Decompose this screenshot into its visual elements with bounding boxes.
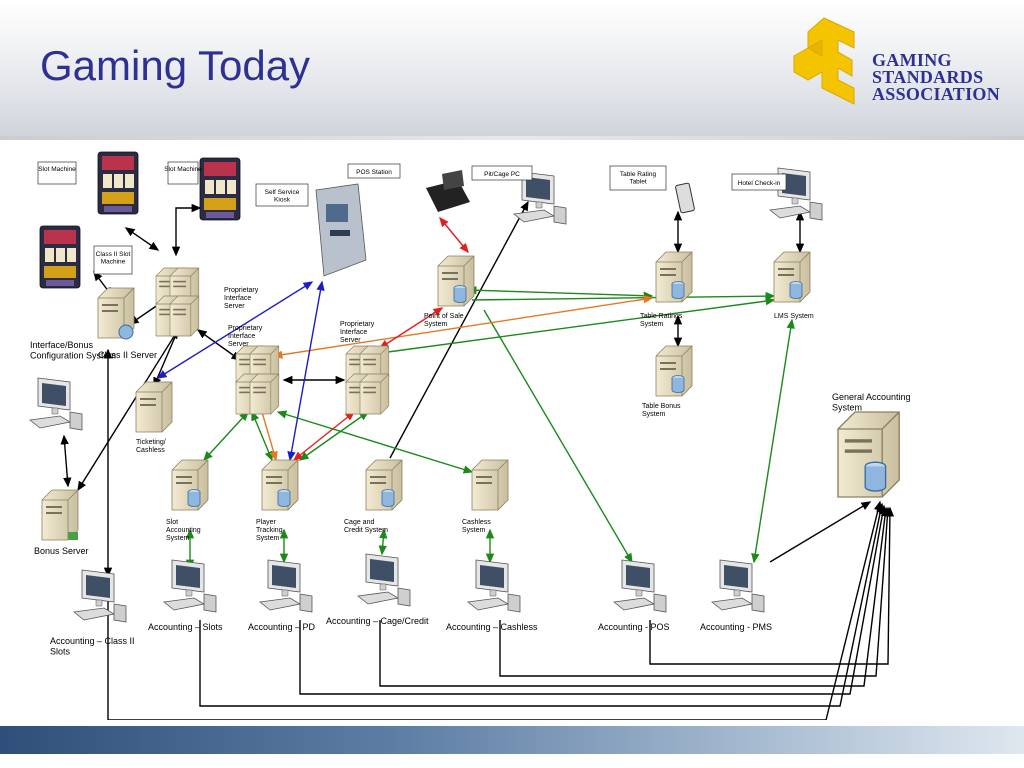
lms-icon	[774, 252, 810, 302]
acct-slots-pc-icon	[163, 559, 217, 613]
label-acct-cashless: Accounting – Cashless	[446, 622, 538, 632]
label-acct-slots: Accounting – Slots	[148, 622, 223, 632]
player-tracking-icon	[262, 460, 298, 510]
slide-header	[0, 0, 1024, 140]
logo-line-1: GAMING	[872, 50, 952, 70]
orange-links	[261, 295, 654, 462]
callout-hotel-checkin: Hotel Check-in	[738, 180, 781, 187]
gsa-logo	[788, 12, 1008, 116]
slot-acct-icon	[172, 460, 208, 510]
slide-footer-bar	[0, 726, 1024, 754]
callout-pos-station: POS Station	[356, 169, 392, 176]
label-acct-pos: Accounting - POS	[598, 622, 670, 632]
callout-slot-1: Slot Machine	[38, 166, 76, 173]
pos-system-icon	[438, 256, 474, 306]
slot-machine-1	[97, 151, 139, 215]
cashless-icon	[471, 459, 509, 511]
callout-pit-cage: Pit/Cage PC	[484, 171, 520, 178]
pis-2-icon	[236, 346, 279, 414]
table-ratings-icon	[656, 252, 692, 302]
self-service-kiosk-icon	[315, 183, 367, 277]
bonus-server-icon	[41, 489, 79, 541]
acct-pd-pc-icon	[259, 559, 313, 613]
table-rating-tablet-icon	[675, 182, 695, 214]
pis-1-icon	[156, 268, 199, 336]
label-acct-pms: Accounting - PMS	[700, 622, 772, 632]
label-ticketing: Ticketing/Cashless	[136, 439, 166, 454]
logo-line-3: ASSOCIATION	[872, 84, 1000, 104]
gsa-logo-text: GAMING STANDARDS ASSOCIATION	[872, 50, 1000, 104]
slide-title: Gaming Today	[40, 42, 311, 89]
acct-pms-pc-icon	[711, 559, 765, 613]
label-lms: LMS System	[774, 313, 814, 320]
interface-bonus-pc-icon	[29, 377, 83, 431]
gas-server-icon	[838, 412, 899, 497]
slot-machine-2	[199, 157, 241, 221]
cage-credit-icon	[366, 460, 402, 510]
acct-class2-pc-icon	[73, 569, 127, 623]
acct-cashless-pc-icon	[467, 559, 521, 613]
label-bonus-server: Bonus Server	[34, 546, 89, 556]
pis-3-icon	[346, 346, 389, 414]
callout-slot-2: Slot Machine	[164, 166, 202, 173]
acct-pos-pc-icon	[613, 559, 667, 613]
label-acct-pd: Accounting – PD	[248, 622, 316, 632]
label-acct-cage: Accounting – Cage/Credit	[326, 616, 429, 626]
table-bonus-icon	[656, 346, 692, 396]
ticketing-server-icon	[135, 381, 173, 433]
blue-links	[156, 280, 325, 462]
acct-cage-pc-icon	[357, 553, 411, 607]
pos-station-icon	[426, 170, 470, 212]
label-class2-server: Class II Server	[98, 350, 157, 360]
class2-server-icon	[97, 287, 135, 340]
class2-slot-machine	[39, 225, 81, 289]
logo-line-2: STANDARDS	[872, 67, 984, 87]
